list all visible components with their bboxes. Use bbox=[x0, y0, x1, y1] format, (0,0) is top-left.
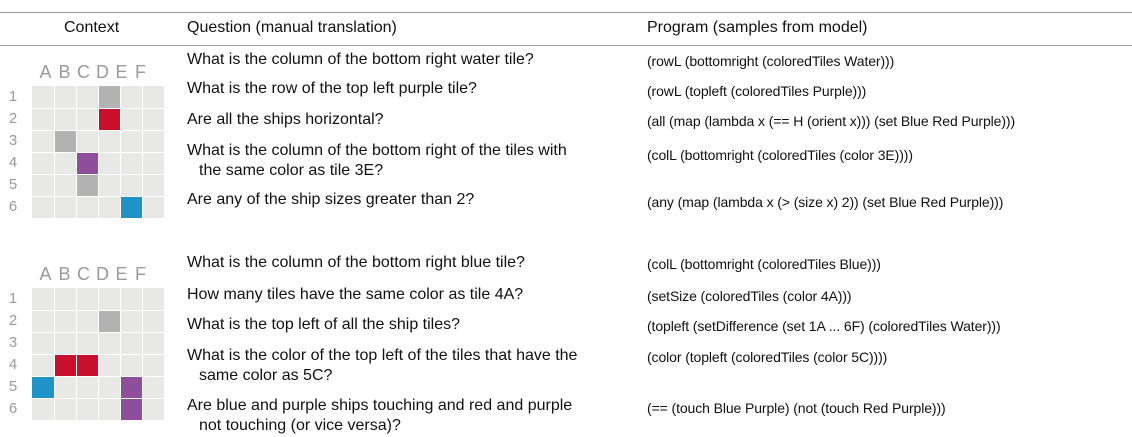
question-text: What is the top left of all the ship til… bbox=[187, 315, 637, 335]
question-line: What is the column of the bottom right w… bbox=[187, 51, 534, 68]
program-text: (any (map (lambda x (> (size x) 2)) (set… bbox=[647, 194, 1004, 210]
grid-line bbox=[120, 288, 121, 420]
row-number: 3 bbox=[8, 132, 18, 149]
column-letter: A bbox=[39, 264, 52, 284]
tile-purple bbox=[120, 398, 142, 420]
grid-line bbox=[32, 376, 164, 377]
tile-blue bbox=[32, 376, 54, 398]
program-text: (colL (bottomright (coloredTiles (color … bbox=[647, 147, 913, 163]
row-number: 1 bbox=[8, 88, 18, 105]
grid-line bbox=[32, 354, 164, 355]
question-text: What is the color of the top left of the… bbox=[187, 346, 637, 386]
question-line: What is the top left of all the ship til… bbox=[187, 316, 461, 333]
header-rule-top bbox=[0, 12, 1132, 13]
column-letter: A bbox=[39, 62, 52, 82]
row-number: 5 bbox=[8, 378, 18, 395]
question-line: Are any of the ship sizes greater than 2… bbox=[187, 191, 475, 208]
question-text: What is the row of the top left purple t… bbox=[187, 79, 637, 99]
grid-line bbox=[32, 152, 164, 153]
question-text: How many tiles have the same color as ti… bbox=[187, 285, 637, 305]
tile-red bbox=[76, 354, 98, 376]
question-line: What is the row of the top left purple t… bbox=[187, 80, 477, 97]
column-letter: B bbox=[58, 264, 71, 284]
header-question: Question (manual translation) bbox=[187, 19, 397, 36]
column-letter: F bbox=[135, 62, 146, 82]
row-number: 3 bbox=[8, 334, 18, 351]
row-number: 5 bbox=[8, 176, 18, 193]
question-text: Are any of the ship sizes greater than 2… bbox=[187, 190, 637, 210]
row-number: 2 bbox=[8, 110, 18, 127]
question-text: Are all the ships horizontal? bbox=[187, 110, 637, 130]
grid-line bbox=[142, 288, 143, 420]
question-line: What is the column of the bottom right o… bbox=[187, 142, 567, 159]
row-number: 6 bbox=[8, 400, 18, 417]
column-letter: C bbox=[77, 264, 90, 284]
grid-line bbox=[142, 86, 143, 218]
column-letter: B bbox=[58, 62, 71, 82]
row-number: 4 bbox=[8, 154, 18, 171]
question-line: What is the column of the bottom right b… bbox=[187, 254, 525, 271]
game-board bbox=[32, 288, 164, 420]
header-rule-bottom bbox=[0, 45, 1132, 46]
question-text: Are blue and purple ships touching and r… bbox=[187, 396, 637, 436]
row-number: 2 bbox=[8, 312, 18, 329]
program-text: (rowL (topleft (coloredTiles Purple))) bbox=[647, 83, 867, 99]
question-text: What is the column of the bottom right b… bbox=[187, 253, 637, 273]
tile-purple bbox=[76, 152, 98, 174]
grid-line bbox=[32, 174, 164, 175]
tile-red bbox=[54, 354, 76, 376]
question-line: the same color as tile 3E? bbox=[199, 162, 384, 179]
column-letter: E bbox=[115, 62, 128, 82]
program-text: (setSize (coloredTiles (color 4A))) bbox=[647, 288, 852, 304]
tile-gray bbox=[98, 86, 120, 108]
game-board bbox=[32, 86, 164, 218]
tile-blue bbox=[120, 196, 142, 218]
question-line: What is the color of the top left of the… bbox=[187, 347, 578, 364]
column-letter: D bbox=[96, 264, 109, 284]
question-text: What is the column of the bottom right o… bbox=[187, 141, 637, 181]
program-text: (rowL (bottomright (coloredTiles Water))… bbox=[647, 53, 895, 69]
question-line: How many tiles have the same color as ti… bbox=[187, 286, 524, 303]
grid-line bbox=[32, 196, 164, 197]
program-text: (topleft (setDifference (set 1A ... 6F) … bbox=[647, 318, 1001, 334]
question-line: same color as 5C? bbox=[199, 367, 333, 384]
question-line: Are blue and purple ships touching and r… bbox=[187, 397, 573, 414]
question-text: What is the column of the bottom right w… bbox=[187, 50, 637, 70]
tile-gray bbox=[54, 130, 76, 152]
header-program: Program (samples from model) bbox=[647, 19, 868, 36]
program-text: (color (topleft (coloredTiles (color 5C)… bbox=[647, 349, 888, 365]
program-text: (all (map (lambda x (== H (orient x))) (… bbox=[647, 113, 1016, 129]
question-line: not touching (or vice versa)? bbox=[199, 417, 401, 434]
tile-gray bbox=[98, 310, 120, 332]
grid-line bbox=[120, 86, 121, 218]
grid-line bbox=[32, 398, 164, 399]
tile-purple bbox=[120, 376, 142, 398]
header-context: Context bbox=[64, 19, 120, 36]
tile-red bbox=[98, 108, 120, 130]
column-letter: E bbox=[115, 264, 128, 284]
row-number: 4 bbox=[8, 356, 18, 373]
column-letter: F bbox=[135, 264, 146, 284]
column-letter: C bbox=[77, 62, 90, 82]
program-text: (colL (bottomright (coloredTiles Blue))) bbox=[647, 256, 881, 272]
question-line: Are all the ships horizontal? bbox=[187, 111, 384, 128]
row-number: 6 bbox=[8, 198, 18, 215]
tile-gray bbox=[76, 174, 98, 196]
row-number: 1 bbox=[8, 290, 18, 307]
program-text: (== (touch Blue Purple) (not (touch Red … bbox=[647, 400, 946, 416]
column-letter: D bbox=[96, 62, 109, 82]
